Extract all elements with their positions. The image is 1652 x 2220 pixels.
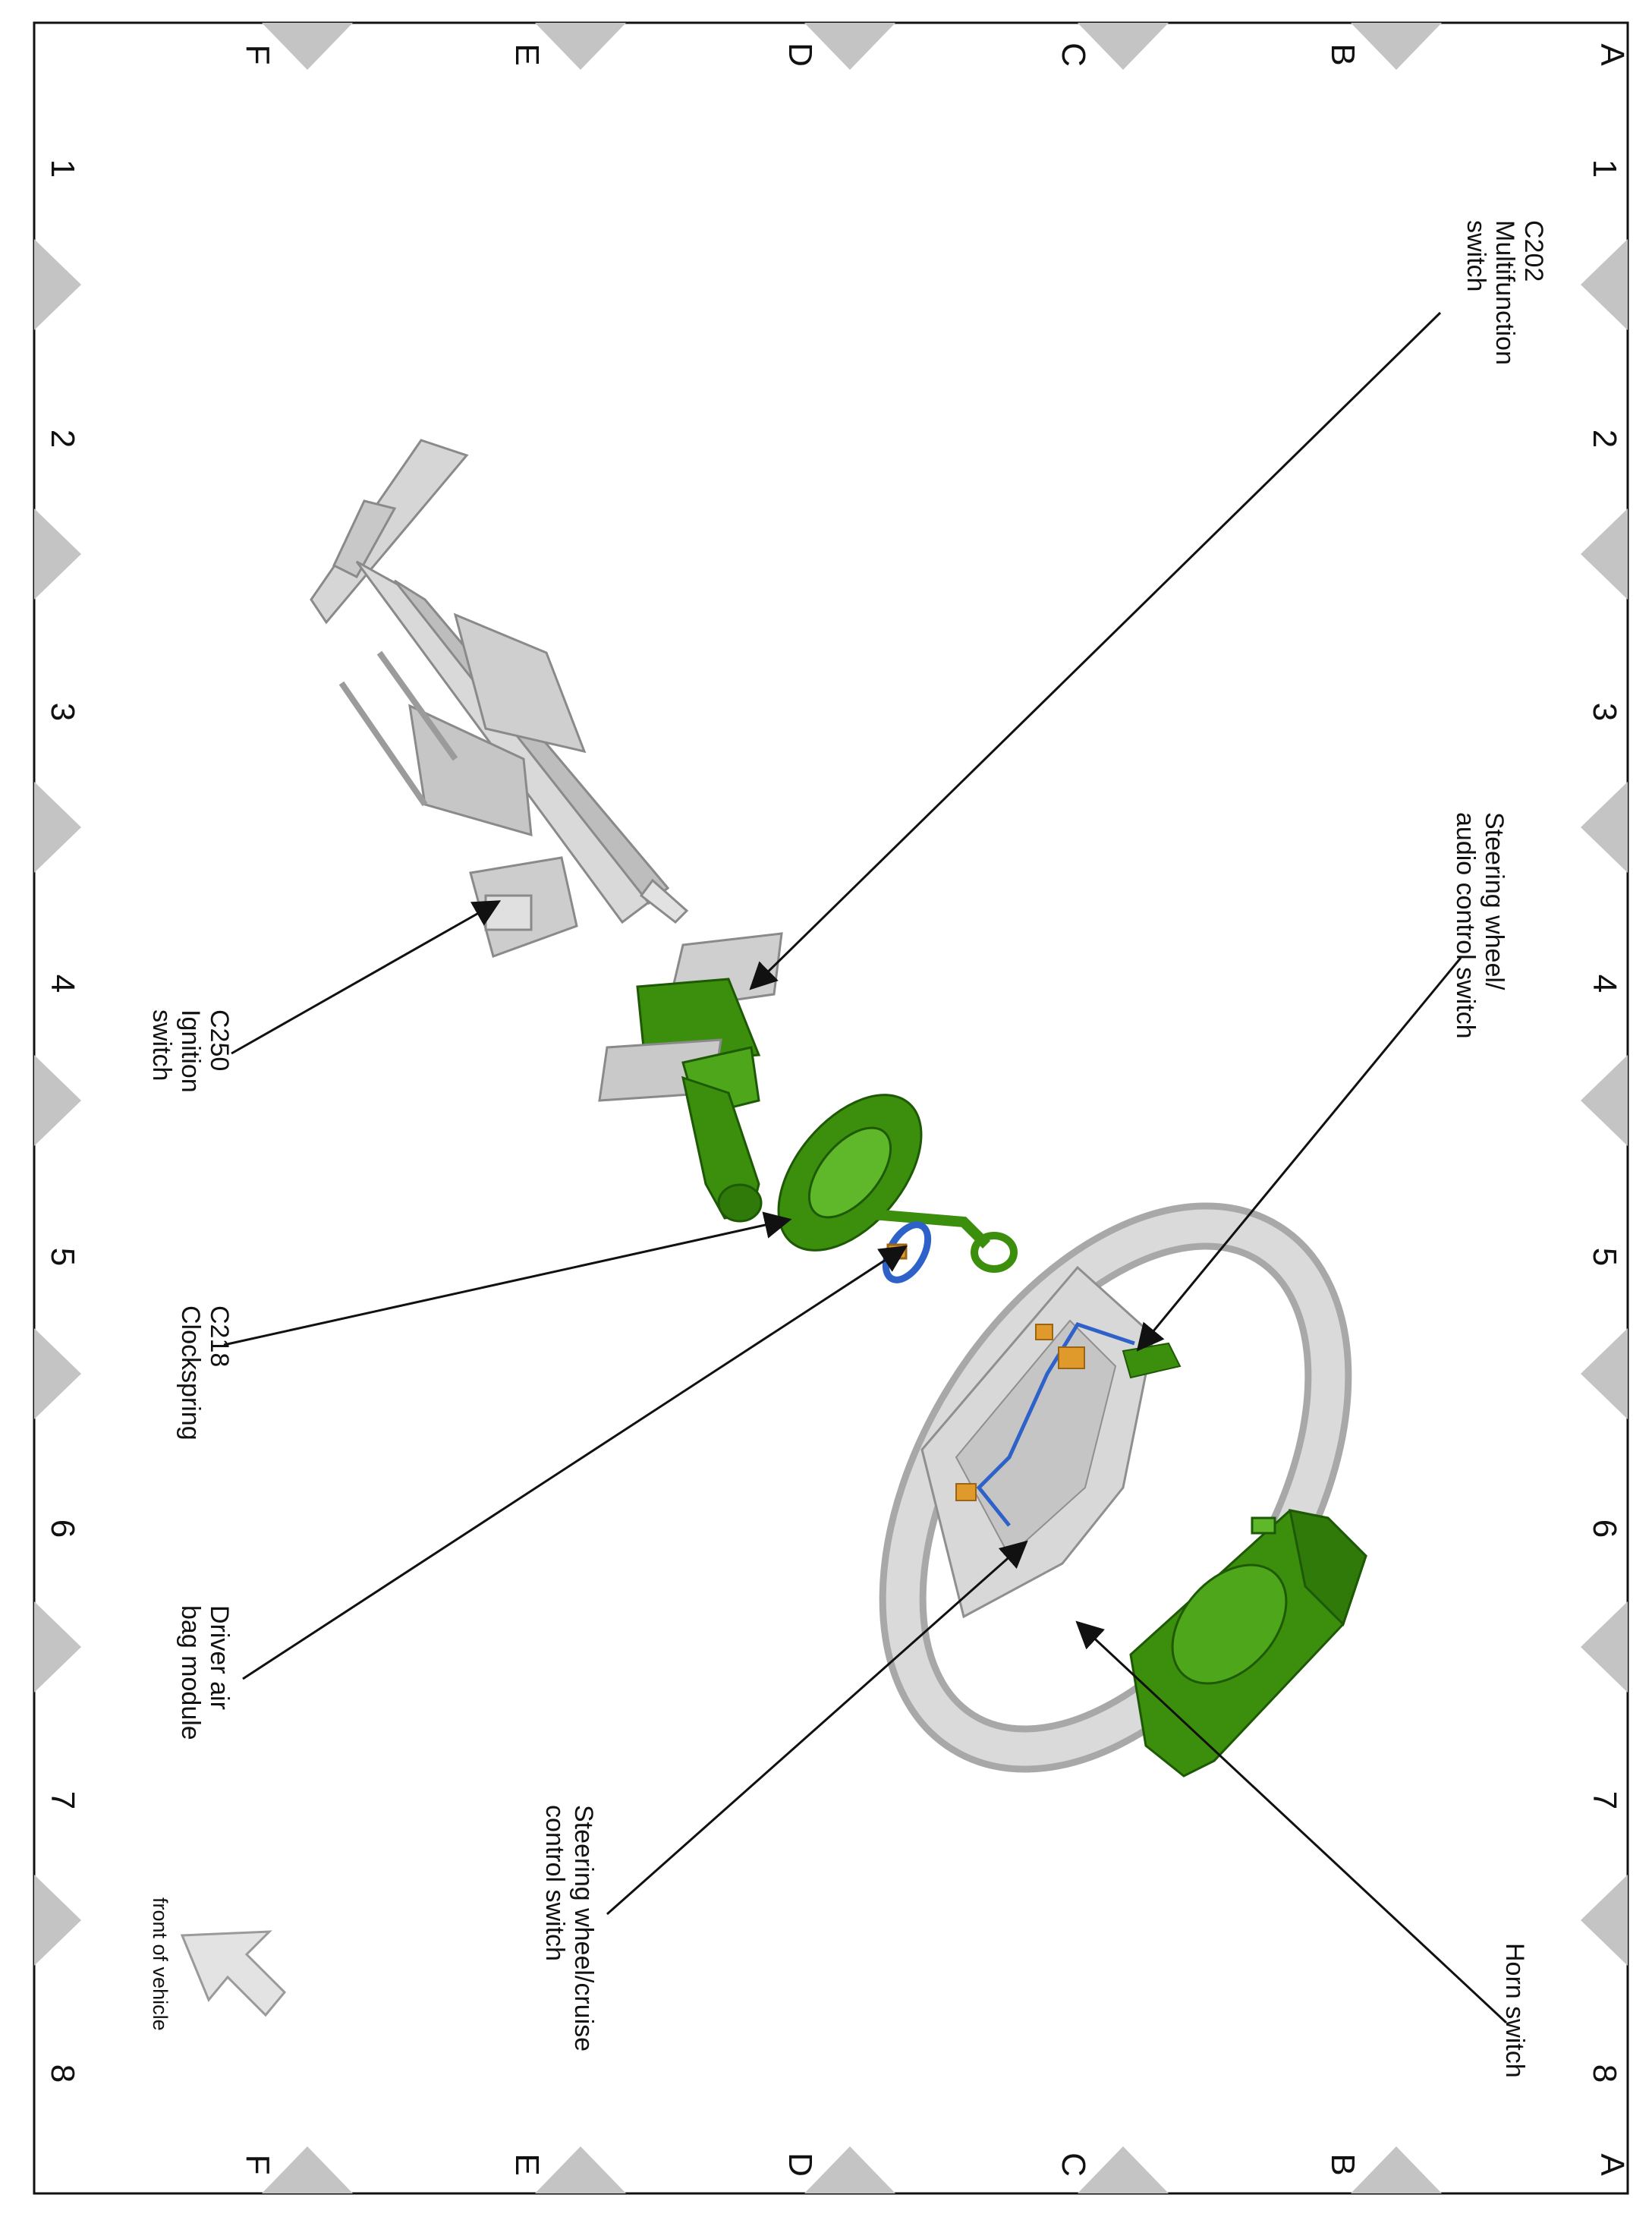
arrow-icon: [180, 1930, 287, 2017]
driver-airbag-module: [1129, 1509, 1367, 1778]
grid-letter-top: D: [782, 43, 819, 67]
grid-number-left: 7: [44, 1791, 81, 1809]
callout-audio-control-switch: Steering wheel/ audio control switch: [1451, 812, 1509, 1039]
drawing-frame: [33, 21, 1629, 2195]
grid-number-right: 1: [1586, 159, 1623, 178]
grid-letter-bottom: E: [508, 2153, 546, 2175]
grid-letter-bottom: A: [1594, 2153, 1631, 2176]
grid-number-left: 1: [44, 159, 81, 178]
grid-number-right: 3: [1586, 703, 1623, 721]
grid-number-left: 3: [44, 703, 81, 721]
grid-number-right: 4: [1586, 975, 1623, 993]
grid-letter-bottom: F: [239, 2155, 276, 2175]
grid-number-left: 5: [44, 1248, 81, 1266]
grid-letter-bottom: B: [1324, 2153, 1361, 2175]
leader-lines: [223, 311, 1508, 2024]
multifunction-switch: [598, 932, 783, 1223]
clockspring: [777, 1094, 1018, 1283]
callout-horn-switch: Horn switch: [1500, 1943, 1529, 2078]
front-of-vehicle-indicator: front of vehicle: [149, 1897, 287, 2031]
grid-letter-bottom: C: [1055, 2152, 1092, 2177]
grid-letter-top: C: [1055, 43, 1092, 67]
callout-airbag: Driver air bag module: [176, 1605, 234, 1740]
grid-number-right: 7: [1586, 1791, 1623, 1809]
grid-number-right: 6: [1586, 1519, 1623, 1538]
callout-c202: C202 Multifunction switch: [1462, 220, 1548, 372]
grid-letter-top: F: [239, 45, 276, 65]
grid-marks: [34, 23, 1628, 2193]
grid-number-right: 2: [1586, 430, 1623, 448]
steering-column: [310, 439, 689, 958]
grid-number-left: 4: [44, 975, 81, 993]
callout-labels: C202 Multifunction switch Steering wheel…: [147, 220, 1548, 2078]
grid-letter-bottom: D: [782, 2152, 819, 2177]
grid-letter-top: E: [508, 43, 546, 65]
grid-letter-top: A: [1594, 43, 1631, 66]
grid-number-left: 8: [44, 2064, 81, 2083]
callout-cruise-control-switch: Steering wheel/cruise control switch: [540, 1805, 598, 2059]
grid-number-left: 2: [44, 430, 81, 448]
grid-number-right: 8: [1586, 2064, 1623, 2083]
callout-c250: C250 Ignition switch: [147, 1009, 234, 1100]
grid-number-right: 5: [1586, 1248, 1623, 1266]
grid-labels: A B C D E F A B C D E F 1 2 3 4 5 6 7 8 …: [44, 43, 1631, 2177]
front-of-vehicle-label: front of vehicle: [149, 1897, 171, 2031]
grid-letter-top: B: [1324, 43, 1361, 65]
grid-number-left: 6: [44, 1519, 81, 1538]
callout-c218: C218 Clockspring: [176, 1305, 234, 1441]
